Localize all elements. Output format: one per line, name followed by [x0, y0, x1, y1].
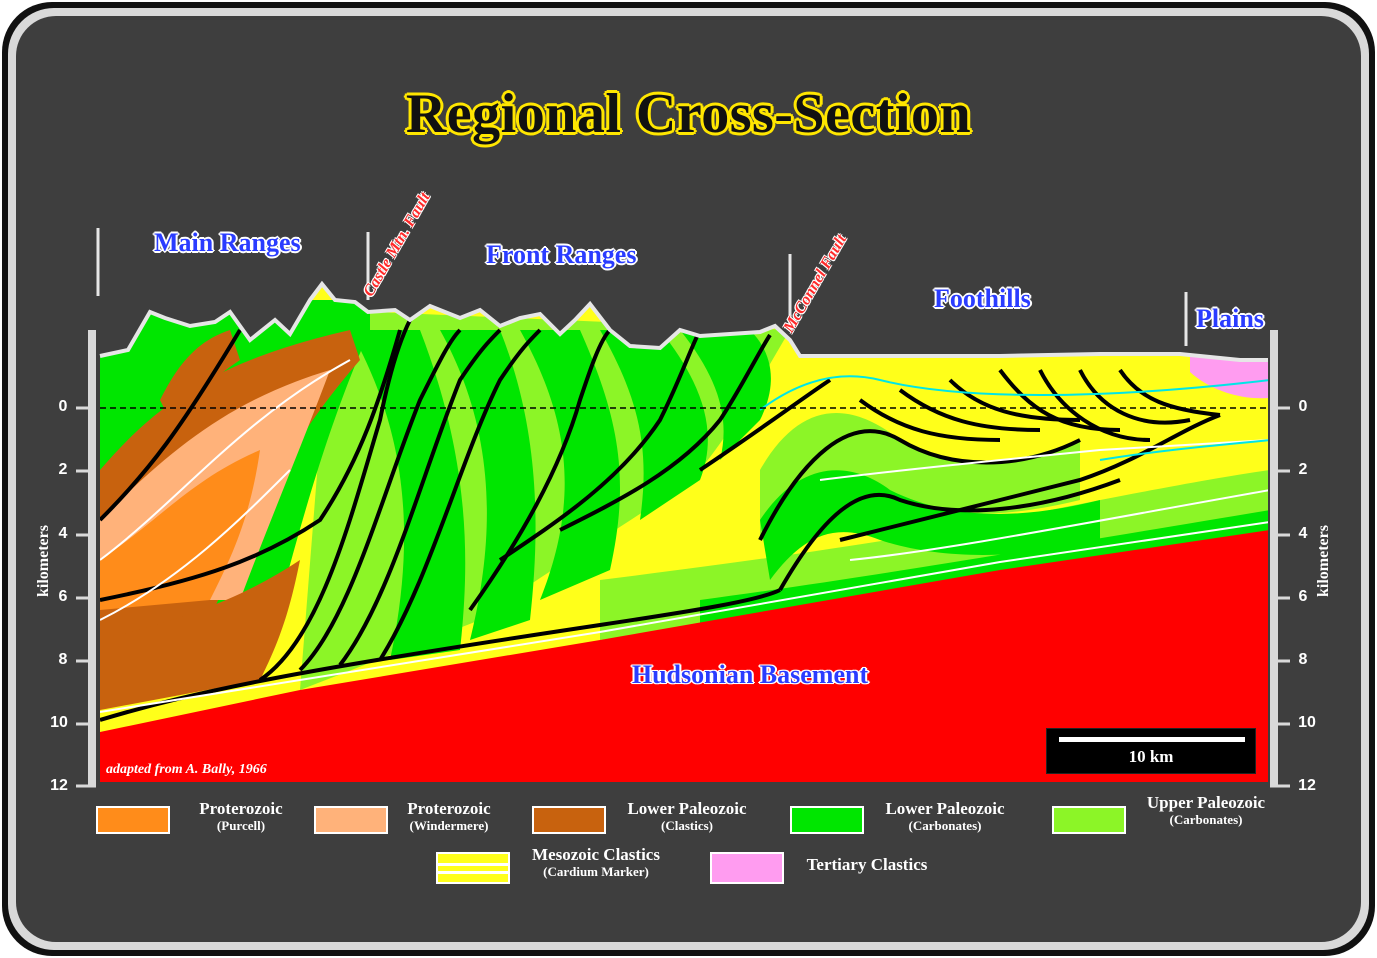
region-dividers — [96, 228, 1188, 346]
legend-label: Upper Paleozoic — [1146, 793, 1266, 812]
left-axis-bar — [88, 330, 96, 786]
legend-label: Tertiary Clastics — [806, 855, 928, 874]
right-tick-10: 10 — [1298, 714, 1316, 731]
credit-text: adapted from A. Bally, 1966 — [106, 762, 267, 777]
strata — [100, 284, 1268, 782]
right-axis-label: kilometers — [1314, 525, 1332, 597]
left-tick-8: 8 — [58, 651, 68, 668]
legend-sublabel: (Carbonates) — [1169, 812, 1243, 827]
region-label-foothills: Foothills — [934, 284, 1031, 313]
legend-sublabel: (Purcell) — [216, 818, 266, 833]
right-axis-bar — [1270, 330, 1278, 786]
legend-label: Lower Paleozoic — [885, 799, 1005, 818]
basement-label: Hudsonian Basement — [631, 660, 869, 689]
right-tick-12: 12 — [1298, 777, 1316, 794]
left-tick-2: 2 — [58, 461, 68, 478]
left-axis-label: kilometers — [34, 525, 52, 597]
legend-sublabel: (Windermere) — [409, 818, 489, 833]
fault-lines — [100, 319, 1221, 722]
legend-swatch — [96, 806, 170, 834]
right-tick-0: 0 — [1298, 398, 1308, 415]
scale-label: 10 km — [1128, 747, 1174, 766]
right-tick-2: 2 — [1298, 461, 1308, 478]
right-tick-4: 4 — [1298, 525, 1308, 542]
legend-swatch — [436, 852, 510, 884]
region-label-main-ranges: Main Ranges — [154, 228, 301, 257]
scale-bar — [1059, 737, 1245, 742]
right-tick-6: 6 — [1298, 588, 1308, 605]
legend-sublabel: (Clastics) — [661, 818, 713, 833]
legend-swatch — [710, 852, 784, 884]
legend-label: Lower Paleozoic — [627, 799, 747, 818]
legend-label: Proterozoic — [407, 799, 491, 818]
axis-ticks — [76, 406, 1290, 788]
left-tick-12: 12 — [50, 777, 68, 794]
topographic-surface — [99, 280, 1268, 362]
scale-bar-box: 10 km — [1046, 728, 1256, 774]
diagram-title: Regional Cross-Section — [405, 83, 972, 145]
legend-label: Mesozoic Clastics — [532, 845, 660, 864]
region-label-plains: Plains — [1196, 304, 1264, 333]
legend-swatch — [532, 806, 606, 834]
cardium-marker — [759, 375, 1268, 461]
left-tick-4: 4 — [58, 525, 68, 542]
bedding-lines — [100, 359, 1268, 713]
legend-swatch — [790, 806, 864, 834]
left-tick-6: 6 — [58, 588, 68, 605]
left-tick-10: 10 — [50, 714, 68, 731]
legend-swatch — [314, 806, 388, 834]
region-label-front-ranges: Front Ranges — [486, 240, 637, 269]
legend-swatch — [1052, 806, 1126, 834]
legend-sublabel: (Cardium Marker) — [543, 864, 649, 879]
legend-sublabel: (Carbonates) — [908, 818, 982, 833]
right-tick-8: 8 — [1298, 651, 1308, 668]
left-tick-0: 0 — [58, 398, 68, 415]
legend-label: Proterozoic — [199, 799, 283, 818]
